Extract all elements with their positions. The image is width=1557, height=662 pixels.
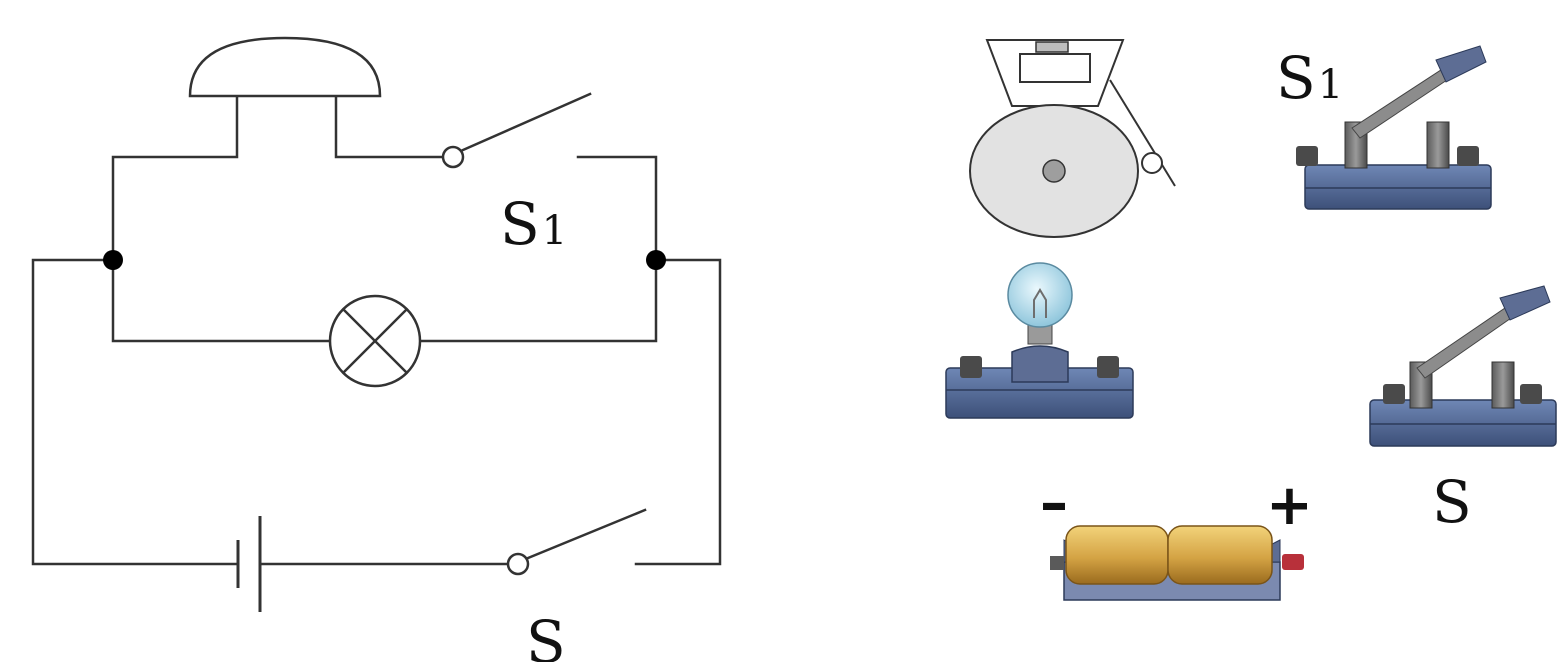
switch-s-blade [526,508,647,560]
switch-s1-blade [461,92,592,152]
wire-lamp-right [418,258,658,343]
switch-s1-label: S1 [500,190,567,258]
bell-symbol [188,36,382,98]
battery-minus-sign: – [1040,471,1068,536]
circuit-schematic: S1 S [31,36,722,662]
lamp-symbol [328,294,422,388]
knife-switch-s1-label: S1 [1276,44,1343,112]
switch-s-pivot [506,552,530,576]
wire-bell-right [334,94,445,159]
junction-left [103,250,123,270]
knife-switch-s-label: S [1432,468,1472,536]
wire-bell-left [111,94,239,262]
junction-right [646,250,666,270]
wire-lamp-left [111,258,332,343]
battery-holder [1050,525,1304,601]
battery-symbol [236,516,262,612]
wire-right-outer [634,258,722,566]
switch-s-label: S [526,608,566,662]
wire-left-outer [31,258,240,566]
light-bulb [945,262,1134,419]
knife-switch-s [1369,285,1557,447]
knife-switch-s1 [1296,45,1492,210]
wire-s1-right [576,155,658,262]
battery-plus-sign: + [1266,473,1313,538]
physical-components: S1 S [945,39,1557,601]
electric-bell [969,39,1176,238]
switch-s1-pivot [441,145,465,169]
